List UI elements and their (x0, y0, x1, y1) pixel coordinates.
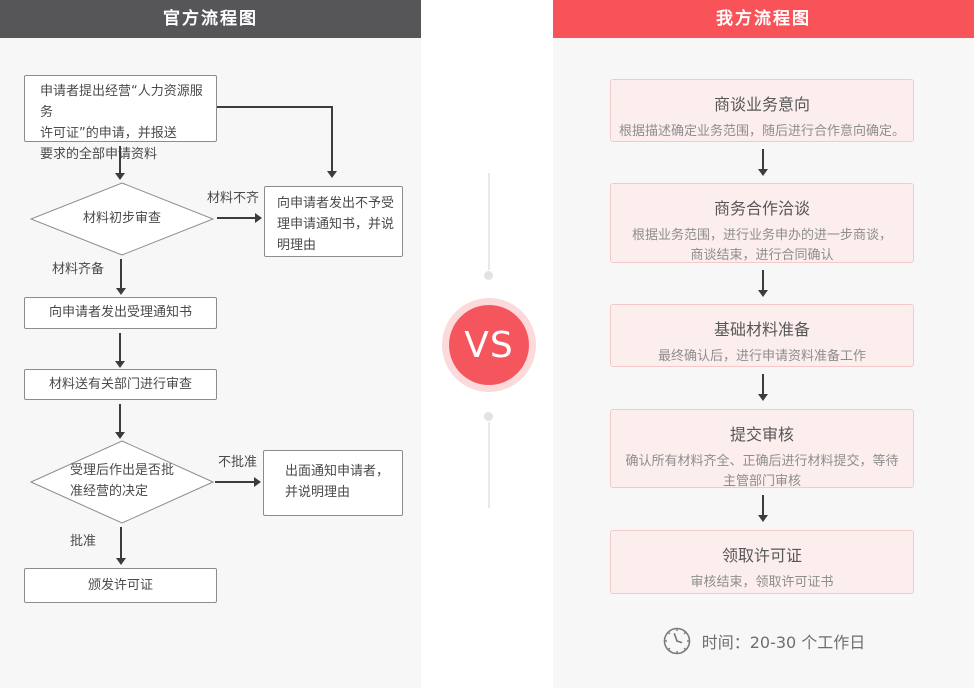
processing-time-text: 时间：20-30 个工作日 (701, 633, 866, 652)
edge-label-complete: 材料齐备 (52, 262, 105, 277)
flow-arrow-down (115, 146, 125, 180)
flow-node-issue-license: 颁发许可证 (24, 568, 217, 603)
flow-arrow-down (116, 527, 126, 565)
flow-arrow-down (115, 404, 125, 439)
official-flow-panel: 官方流程图 申请者提出经营“人力资源服务 许可证”的申请，并报送 要求的全部申请… (0, 0, 421, 688)
flow-arrow-down (116, 259, 126, 295)
flow-node-start: 申请者提出经营“人力资源服务 许可证”的申请，并报送 要求的全部申请资料 (24, 75, 217, 162)
step-card-4: 提交审核 确认所有材料齐全、正确后进行材料提交，等待 主管部门审核 (610, 409, 914, 489)
flow-arrow-down (758, 149, 768, 176)
diamond-shape (30, 182, 214, 256)
flow-arrow-right (217, 213, 262, 223)
decision-label: 受理后作出是否批 准经营的决定 (69, 463, 174, 499)
step-desc: 最终确认后，进行申请资料准备工作 (657, 349, 866, 364)
step-title: 商务合作洽谈 (713, 199, 810, 218)
decision-label: 材料初步审查 (82, 210, 161, 226)
step-desc: 确认所有材料齐全、正确后进行材料提交，等待 主管部门审核 (625, 454, 899, 490)
flow-arrow-down (327, 106, 337, 178)
step-desc: 审核结束，领取许可证书 (690, 575, 834, 590)
vs-badge: VS (442, 298, 536, 392)
flow-decision-initial-review: 材料初步审查 (30, 182, 214, 256)
step-title: 基础材料准备 (713, 320, 810, 339)
flow-decision-approval: 受理后作出是否批 准经营的决定 (30, 440, 214, 524)
edge-label-approved: 批准 (70, 534, 97, 549)
step-desc: 根据描述确定业务范围，随后进行合作意向确定。 (618, 124, 905, 139)
edge-label-incomplete: 材料不齐 (207, 191, 260, 206)
step-desc: 根据业务范围，进行业务申办的进一步商谈， 商谈结束，进行合同确认 (631, 228, 892, 264)
flow-node-reject-notice: 向申请者发出不予受 理申请通知书，并说 明理由 (264, 186, 403, 257)
clock-icon (663, 627, 691, 655)
flow-connector (217, 106, 333, 108)
vs-label: VS (449, 305, 529, 385)
divider-line-top (488, 173, 490, 270)
divider-dot (484, 412, 493, 421)
processing-time: 时间：20-30 个工作日 (553, 626, 974, 656)
flow-arrow-right (215, 477, 261, 487)
edge-label-not-approved: 不批准 (218, 455, 258, 470)
our-flow-title: 我方流程图 (553, 0, 974, 38)
step-card-1: 商谈业务意向 根据描述确定业务范围，随后进行合作意向确定。 (610, 79, 914, 142)
step-card-5: 领取许可证 审核结束，领取许可证书 (610, 530, 914, 594)
step-card-3: 基础材料准备 最终确认后，进行申请资料准备工作 (610, 304, 914, 367)
flow-arrow-down (758, 270, 768, 297)
step-title: 商谈业务意向 (713, 95, 810, 114)
step-title: 领取许可证 (721, 546, 802, 565)
flow-node-accept-notice: 向申请者发出受理通知书 (24, 297, 217, 329)
step-card-2: 商务合作洽谈 根据业务范围，进行业务申办的进一步商谈， 商谈结束，进行合同确认 (610, 183, 914, 263)
divider-dot (484, 271, 493, 280)
flow-arrow-down (115, 333, 125, 368)
step-title: 提交审核 (729, 425, 794, 444)
divider-line-bottom (488, 422, 490, 508)
flow-node-dept-review: 材料送有关部门进行审查 (24, 369, 217, 400)
flow-arrow-down (758, 495, 768, 522)
flow-node-deny-notice: 出面通知申请者， 并说明理由 (263, 450, 403, 516)
diamond-shape (30, 440, 214, 524)
flow-arrow-down (758, 374, 768, 401)
our-flow-panel: 我方流程图 商谈业务意向 根据描述确定业务范围，随后进行合作意向确定。 商务合作… (553, 0, 974, 688)
official-flow-title: 官方流程图 (0, 0, 421, 38)
